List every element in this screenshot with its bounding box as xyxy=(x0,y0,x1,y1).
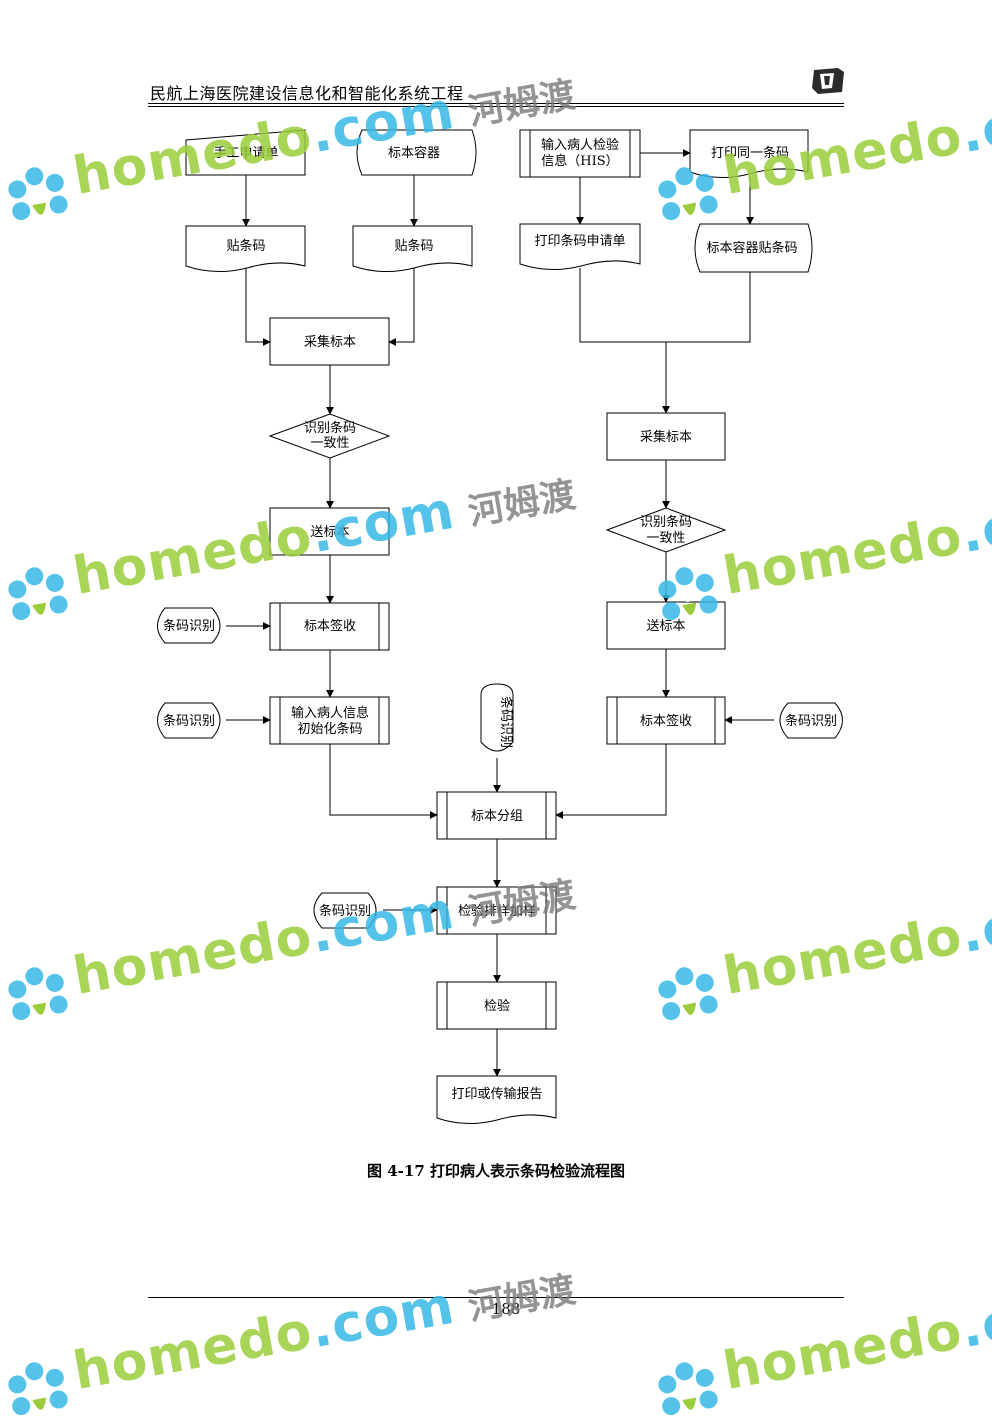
node-label-send-specimen-left: 送标本 xyxy=(310,525,349,540)
node-label-barcode-scan-vertical: 条码识别 xyxy=(498,696,514,748)
node-label-print-transmit-report: 打印或传输报告 xyxy=(451,1086,542,1102)
node-label-attach-barcode-2: 贴条码 xyxy=(394,238,433,254)
node-label-verify-barcode-right-2: 一致性 xyxy=(646,531,685,546)
node-shape-verify-barcode-right xyxy=(605,507,727,553)
node-label-test: 检验 xyxy=(484,998,510,1014)
node-shape-barcode-scan-1 xyxy=(157,607,221,644)
node-label-specimen-container: 标本容器 xyxy=(388,145,440,161)
footer-rule xyxy=(148,1297,844,1298)
node-shape-barcode-scan-3 xyxy=(779,702,843,739)
node-label-collect-specimen-left: 采集标本 xyxy=(304,334,356,350)
node-label-specimen-receipt-right: 标本签收 xyxy=(640,713,692,729)
node-shape-barcode-scan-vertical xyxy=(480,683,514,752)
node-shape-print-barcode-request xyxy=(519,223,641,270)
node-shape-input-patient-his xyxy=(519,129,641,178)
node-shape-barcode-scan-4 xyxy=(313,892,377,929)
node-label-print-same-barcode: 打印同一条码 xyxy=(711,145,789,161)
node-label-attach-barcode-1: 贴条码 xyxy=(226,238,265,254)
node-shape-attach-barcode-1 xyxy=(185,225,306,272)
node-shape-specimen-receipt-left xyxy=(269,602,390,651)
header-rule xyxy=(148,103,844,104)
node-label-print-barcode-request: 打印条码申请单 xyxy=(534,233,625,249)
node-shape-specimen-container xyxy=(356,129,477,176)
node-label-verify-barcode-right-1: 识别条码 xyxy=(640,514,692,530)
node-label-specimen-grouping: 标本分组 xyxy=(471,809,523,824)
figure-caption: 图 4-17 打印病人表示条码检验流程图 xyxy=(367,1162,625,1180)
node-label-barcode-scan-3: 条码识别 xyxy=(785,713,837,729)
node-shape-test-sample-loading xyxy=(436,886,557,935)
header-rule-secondary xyxy=(148,106,844,107)
node-label-input-patient-info-2: 初始化条码 xyxy=(297,721,362,737)
brand-logo-icon xyxy=(812,68,844,94)
node-label-barcode-scan-1: 条码识别 xyxy=(163,618,215,634)
node-label-send-specimen-right: 送标本 xyxy=(646,619,685,634)
node-shape-container-barcode xyxy=(694,223,813,273)
node-label-manual-request: 手工申请单 xyxy=(213,146,278,161)
node-shape-attach-barcode-2 xyxy=(352,225,473,272)
node-shape-verify-barcode-left xyxy=(268,413,391,459)
node-label-input-patient-his-1: 输入病人检验 xyxy=(541,137,619,153)
node-label-verify-barcode-left-1: 识别条码 xyxy=(304,420,356,436)
node-shape-print-transmit-report xyxy=(436,1075,557,1124)
node-shape-specimen-receipt-right xyxy=(606,696,726,745)
page-number: 188 xyxy=(491,1300,521,1318)
node-label-barcode-scan-4: 条码识别 xyxy=(319,903,371,919)
node-label-barcode-scan-2: 条码识别 xyxy=(163,713,215,729)
node-label-specimen-receipt-left: 标本签收 xyxy=(304,618,356,634)
node-label-test-sample-loading: 检验排样加样 xyxy=(458,903,536,919)
node-shape-manual-request xyxy=(185,129,306,176)
node-label-verify-barcode-left-2: 一致性 xyxy=(310,436,349,451)
header-title: 民航上海医院建设信息化和智能化系统工程 xyxy=(150,84,464,103)
connectors xyxy=(226,149,774,1077)
node-label-input-patient-his-2: 信息（HIS） xyxy=(541,153,618,169)
node-label-input-patient-info-1: 输入病人信息 xyxy=(291,705,369,721)
node-label-container-barcode: 标本容器贴条码 xyxy=(706,240,797,256)
node-shape-barcode-scan-2 xyxy=(157,702,221,739)
node-label-collect-specimen-right: 采集标本 xyxy=(640,429,692,445)
node-shape-collect-specimen-right xyxy=(606,412,726,461)
